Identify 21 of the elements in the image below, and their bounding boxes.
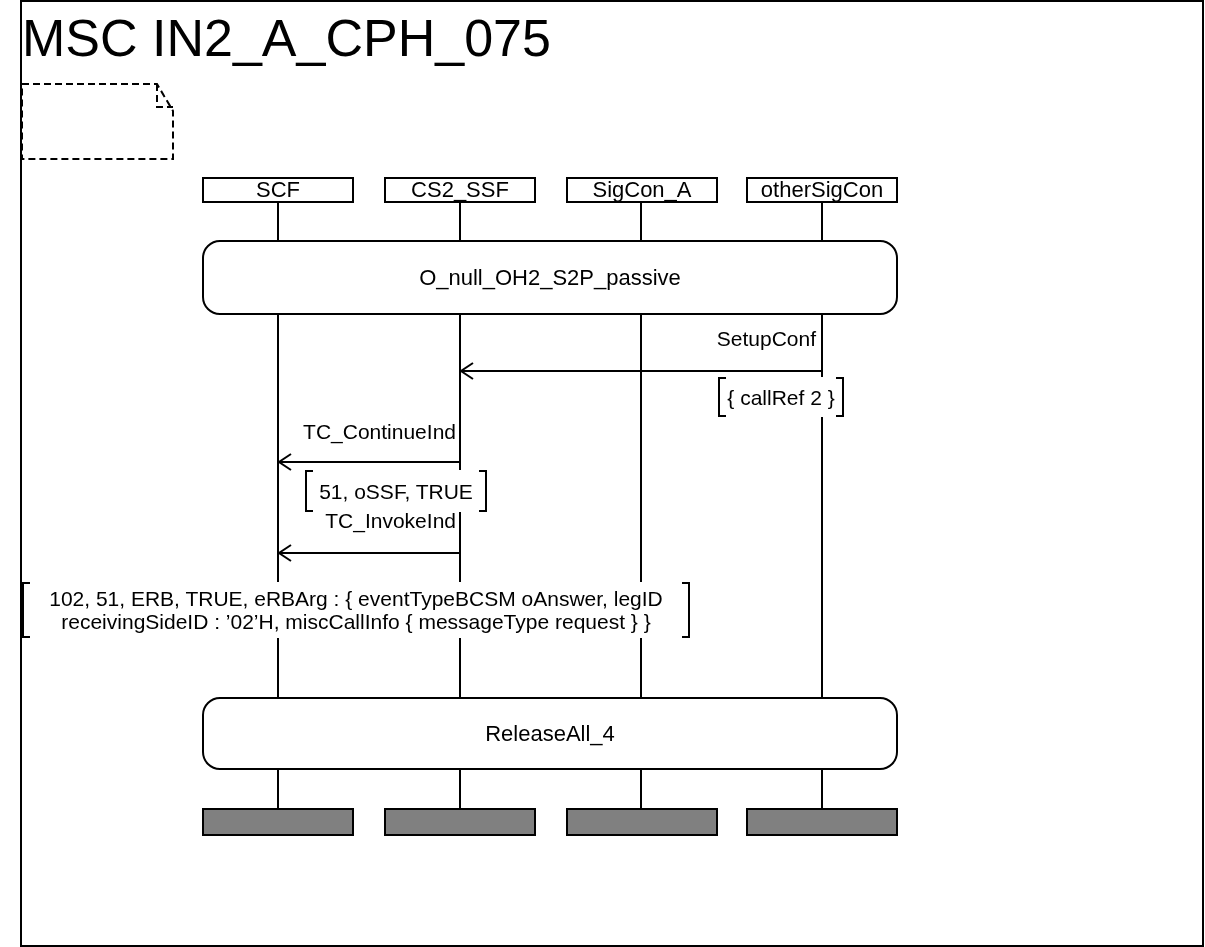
instance-end-bar	[746, 808, 898, 836]
message-label: TC_ContinueInd	[302, 419, 456, 445]
message-arrow	[278, 453, 460, 471]
condition-box: O_null_OH2_S2P_passive	[202, 240, 898, 315]
instance-head: SCF	[202, 177, 354, 203]
parameter-bracket: 51, oSSF, TRUE	[305, 470, 487, 512]
instance-head: SigCon_A	[566, 177, 718, 203]
instance-end-bar	[202, 808, 354, 836]
message-label: SetupConf	[715, 326, 816, 352]
message-arrow	[278, 544, 460, 562]
instance-head: otherSigCon	[746, 177, 898, 203]
parameter-bracket: { callRef 2 }	[718, 377, 844, 417]
parameter-bracket: 102, 51, ERB, TRUE, eRBArg : { eventTypeBCSM oAnswer, legID receivingSideID : ’02’H, miscCallInfo { messageType request } }	[22, 582, 690, 638]
diagram-title: MSC IN2_A_CPH_075	[22, 8, 551, 68]
lifeline	[821, 203, 823, 808]
instance-end-bar	[384, 808, 536, 836]
condition-box: ReleaseAll_4	[202, 697, 898, 770]
instance-end-bar	[566, 808, 718, 836]
instance-head: CS2_SSF	[384, 177, 536, 203]
message-arrow	[460, 362, 822, 380]
lifeline	[277, 203, 279, 808]
